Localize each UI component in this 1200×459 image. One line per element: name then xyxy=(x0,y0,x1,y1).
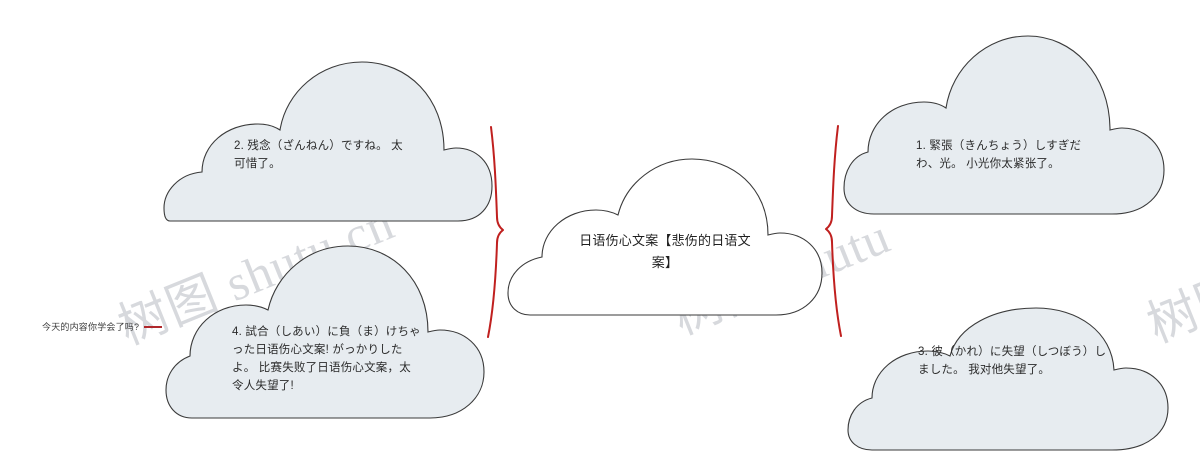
cloud-shape-center[interactable] xyxy=(500,155,830,320)
side-note-label: 今天的内容你学会了吗? xyxy=(42,322,140,332)
right-brace-connector xyxy=(825,125,842,337)
cloud-shape-branch-2[interactable] xyxy=(158,40,494,225)
cloud-shape-branch-4[interactable] xyxy=(162,232,492,422)
left-brace-connector xyxy=(487,126,504,338)
side-note-dash xyxy=(144,326,162,328)
cloud-shape-branch-1[interactable] xyxy=(840,28,1180,218)
cloud-shape-branch-3[interactable] xyxy=(844,307,1184,453)
